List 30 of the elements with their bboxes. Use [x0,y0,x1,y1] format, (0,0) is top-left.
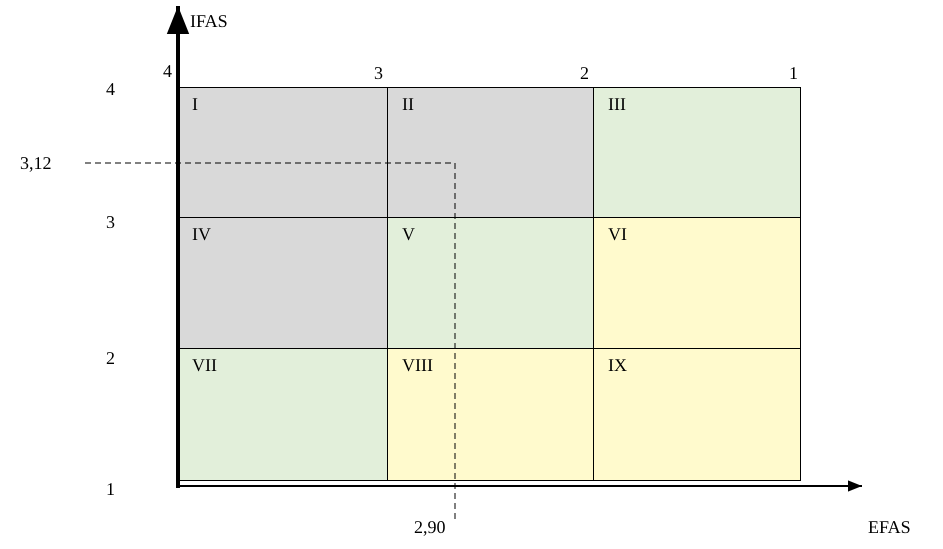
tick-label: 4 [163,62,172,80]
matrix-cell [593,87,801,218]
tick-label: 3 [374,64,383,82]
matrix-cell [593,217,801,349]
matrix-cell [387,348,594,481]
cell-label: IX [608,355,627,376]
tick-label: 2 [580,64,589,82]
tick-label: 3 [106,213,115,231]
matrix-cell [177,217,388,349]
cell-label: VII [192,355,217,376]
tick-label: 4 [106,80,115,98]
cell-label: II [402,94,414,115]
cell-label: IV [192,224,211,245]
matrix-cell [593,348,801,481]
tick-label: 1 [789,64,798,82]
tick-label: 2,90 [414,518,446,536]
cell-label: III [608,94,626,115]
matrix-cell [387,87,594,218]
tick-label: 1 [106,480,115,498]
cell-label: V [402,224,415,245]
cell-label: VIII [402,355,433,376]
axis-title: IFAS [190,12,228,30]
cell-label: I [192,94,198,115]
tick-label: 3,12 [20,154,52,172]
matrix-cell [387,217,594,349]
tick-label: 2 [106,349,115,367]
cell-label: VI [608,224,627,245]
matrix-cell [177,348,388,481]
matrix-cell [177,87,388,218]
axis-title: EFAS [868,518,911,536]
